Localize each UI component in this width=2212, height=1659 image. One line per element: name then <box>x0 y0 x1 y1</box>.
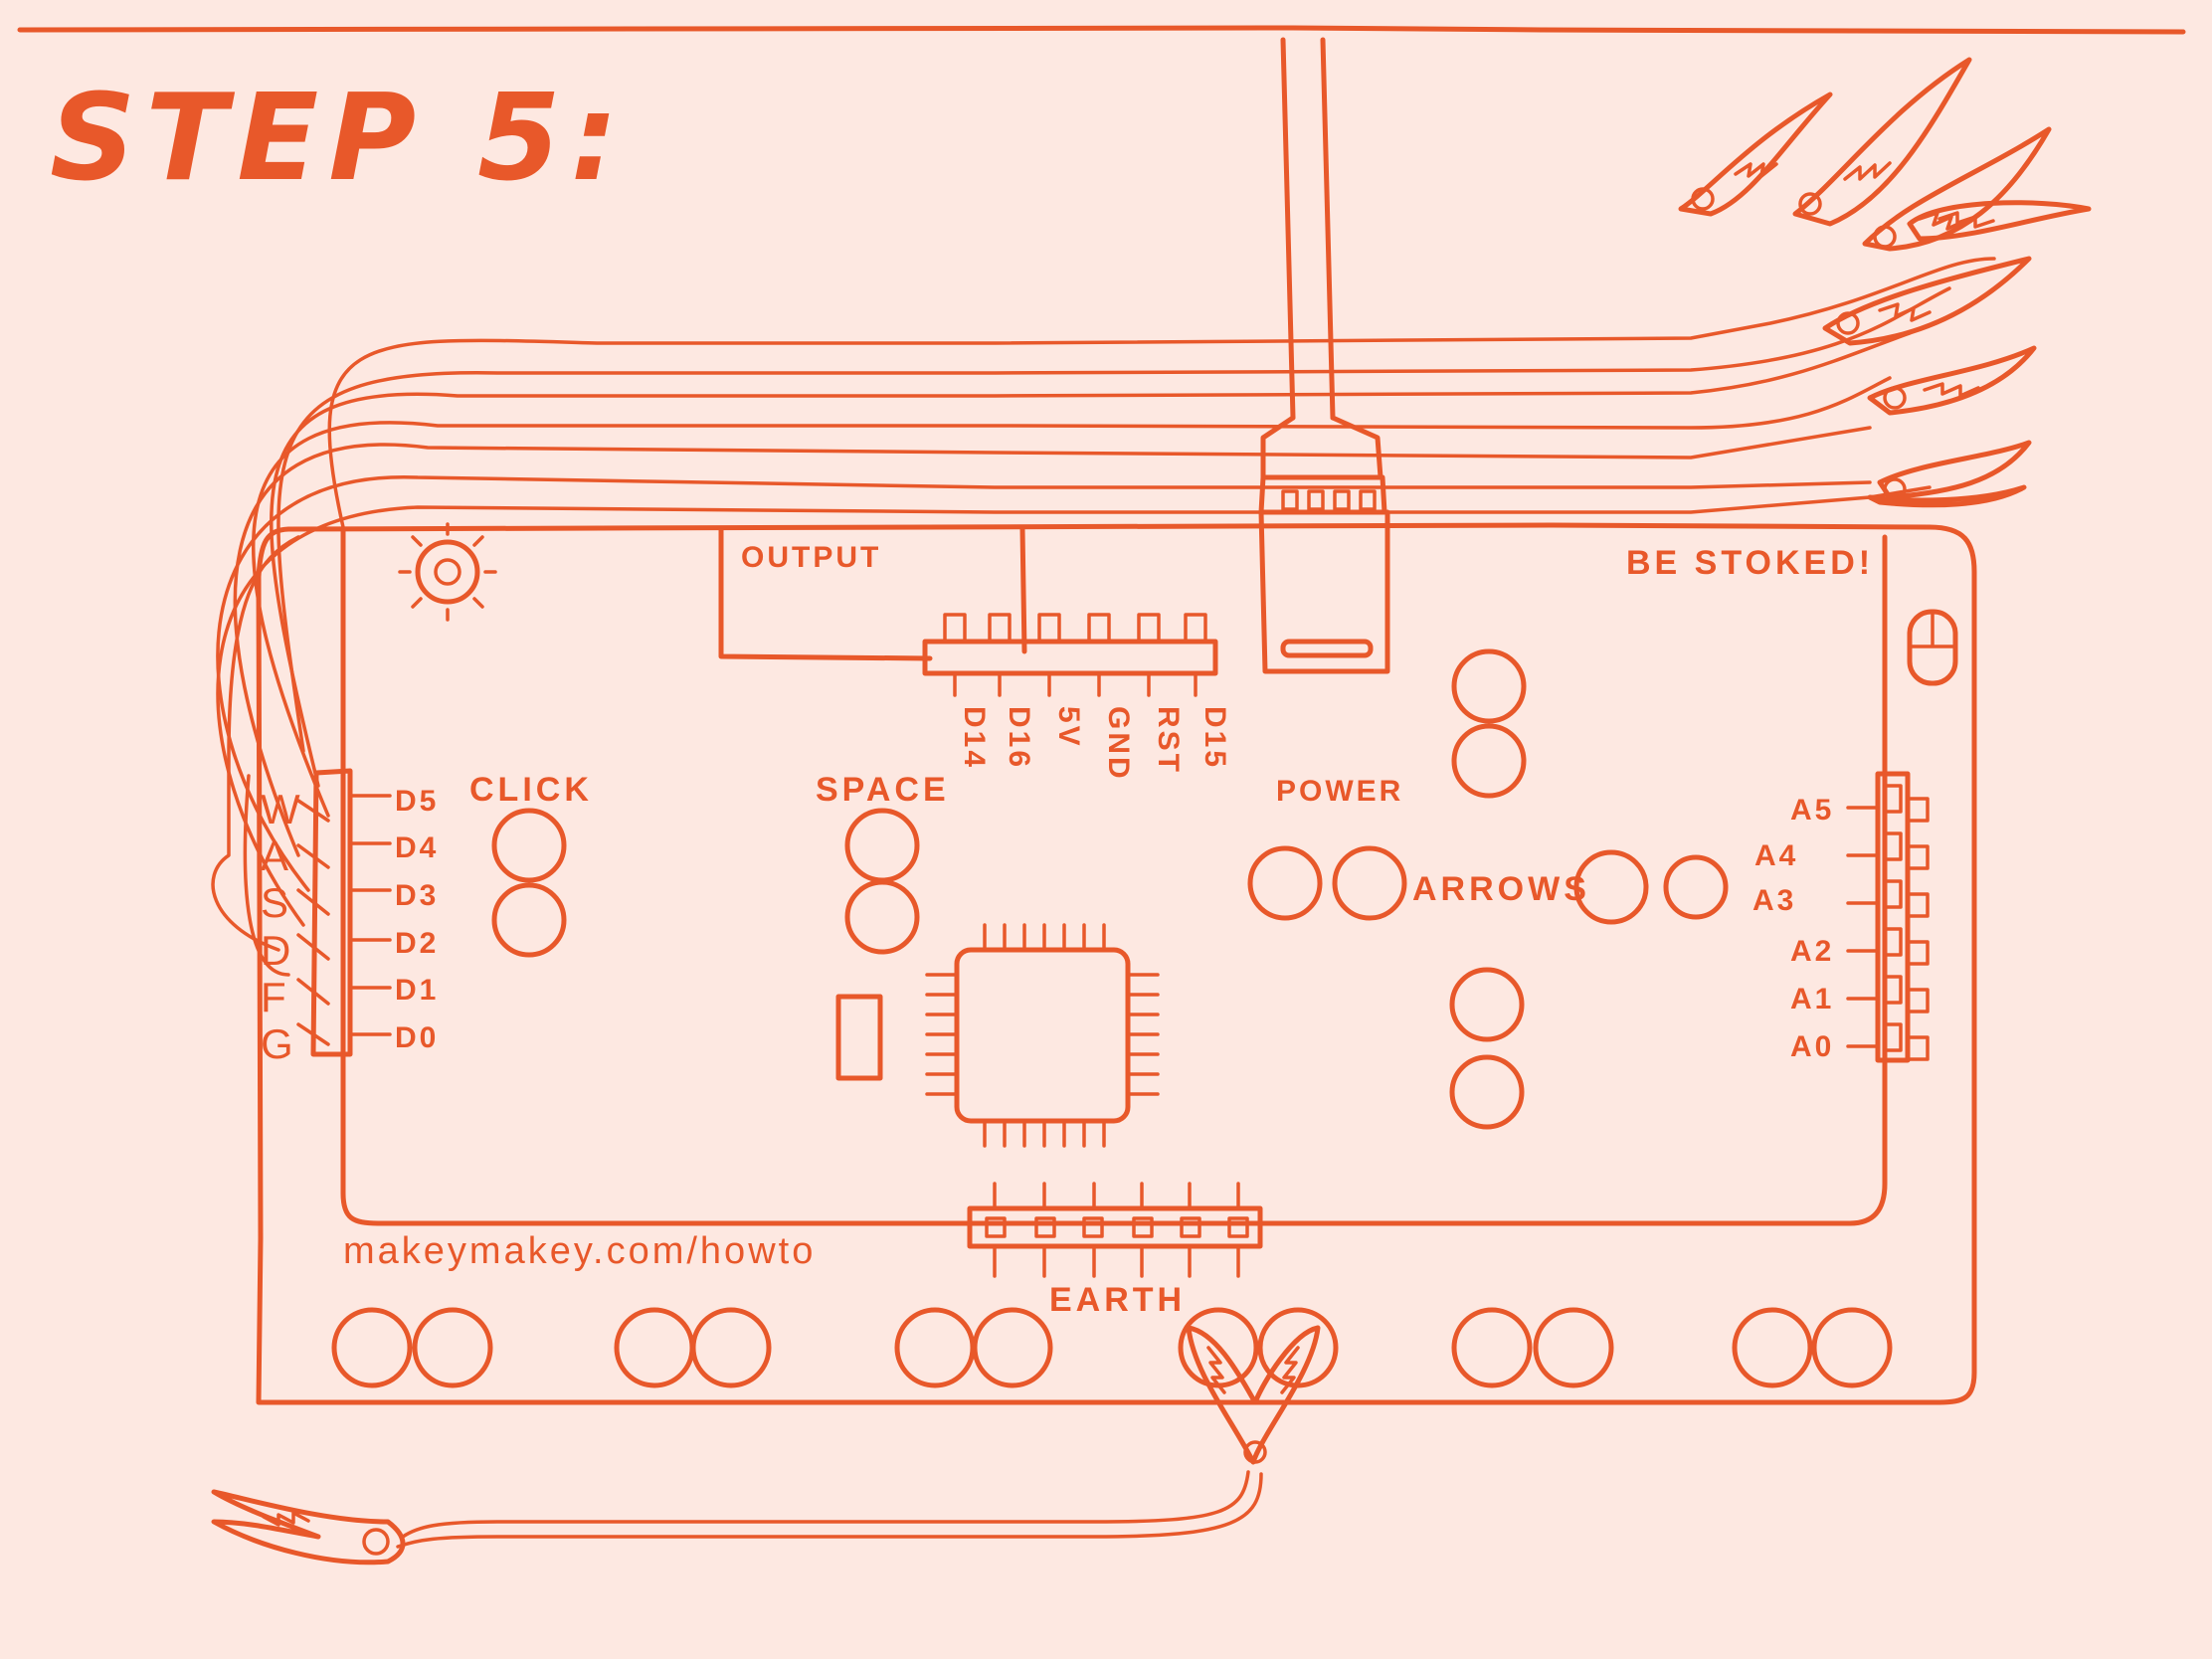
power-label: POWER <box>1276 775 1403 808</box>
output-box <box>718 526 1027 661</box>
pin-label: D15 <box>1198 706 1231 770</box>
pin-label: A2 <box>1790 935 1834 968</box>
alligator-clip-icon <box>1678 92 1833 217</box>
arrow-pad-right <box>1573 849 1649 925</box>
key-label: D <box>261 927 290 974</box>
pin-label: 5V <box>1052 706 1085 749</box>
key-label: F <box>261 974 286 1020</box>
jumper-wires <box>211 257 1996 977</box>
space-label: SPACE <box>816 771 950 809</box>
pin-label: D1 <box>395 974 439 1007</box>
alligator-clip-icon <box>211 1489 406 1566</box>
earth-pad <box>331 1307 413 1388</box>
click-pad <box>491 882 567 958</box>
alligator-clip-icon <box>1862 126 2052 252</box>
space-pad <box>844 879 920 955</box>
alligator-clip-icon <box>1867 440 2032 508</box>
earth-wire <box>401 1470 1250 1539</box>
alligator-clip-icon <box>1186 1325 1321 1465</box>
earth-pad <box>1732 1307 1813 1388</box>
board-outline <box>256 522 1977 1405</box>
pin-label: D4 <box>395 831 439 864</box>
left-key-labels: W A S D F G <box>261 786 300 1067</box>
key-label: W <box>261 786 300 832</box>
key-label: G <box>261 1020 293 1067</box>
pin-label: A5 <box>1790 794 1834 827</box>
earth-pad <box>1451 1307 1533 1388</box>
top-rule <box>17 25 2186 35</box>
arrow-pad-down <box>1449 967 1525 1042</box>
earth-wire <box>396 1472 1263 1549</box>
chip-icon <box>925 923 1160 1148</box>
gear-icon <box>398 522 497 622</box>
pin-label: GND <box>1102 706 1135 782</box>
alligator-clip-icon <box>1822 256 2032 346</box>
space-pad <box>844 808 920 883</box>
alligator-clip-icon <box>1907 200 2092 242</box>
key-label: A <box>261 832 288 879</box>
usb-cable-icon <box>1258 37 1390 674</box>
click-pad <box>491 808 567 883</box>
board-inner-frame <box>340 526 1888 1226</box>
click-label: CLICK <box>469 771 593 809</box>
earth-pad <box>614 1307 695 1388</box>
right-header <box>1846 771 1930 1063</box>
output-label: OUTPUT <box>741 541 881 574</box>
earth-pad <box>1533 1307 1614 1388</box>
alligator-clip-icon <box>1792 57 1972 227</box>
url-label: makeymakey.com/howto <box>343 1230 816 1272</box>
pin-label: D5 <box>395 785 439 818</box>
earth-pad <box>894 1307 976 1388</box>
top-header <box>922 613 1218 697</box>
pin-label: A0 <box>1790 1030 1834 1063</box>
top-pin-labels: D14 D16 5V GND RST D15 <box>958 706 1231 782</box>
arrow-pad-left <box>1332 845 1407 921</box>
right-pin-labels: A5 A4 A3 A2 A1 A0 <box>1752 794 1834 1063</box>
left-header <box>296 768 392 1057</box>
key-label: S <box>261 879 288 926</box>
arrow-pad-down <box>1449 1054 1525 1130</box>
pin-label: D16 <box>1003 706 1035 770</box>
resistor <box>835 994 883 1081</box>
arrow-pad-right <box>1663 854 1729 920</box>
pin-label: A3 <box>1752 884 1796 917</box>
earth-pad <box>1811 1307 1893 1388</box>
mouse-icon <box>1907 609 1958 686</box>
tagline: BE STOKED! <box>1626 544 1874 582</box>
earth-pad <box>972 1307 1053 1388</box>
arrow-pad-up <box>1451 723 1527 799</box>
earth-label: EARTH <box>1049 1281 1186 1319</box>
pin-label: D0 <box>395 1021 439 1054</box>
pin-label: D3 <box>395 879 439 912</box>
earth-pad <box>412 1307 493 1388</box>
pin-label: RST <box>1152 706 1185 775</box>
arrow-pad-up <box>1451 648 1527 724</box>
bottom-header <box>967 1182 1263 1278</box>
left-pin-labels: D5 D4 D3 D2 D1 D0 <box>395 785 439 1054</box>
alligator-clip-icon <box>1867 345 2037 416</box>
pin-label: D2 <box>395 927 439 960</box>
arrow-pad-left <box>1247 845 1323 921</box>
arrows-label: ARROWS <box>1412 870 1590 908</box>
step-title: STEP 5: <box>50 70 628 208</box>
earth-pad <box>690 1307 772 1388</box>
pin-label: A1 <box>1790 983 1834 1015</box>
pin-label: A4 <box>1754 839 1798 872</box>
pin-label: D14 <box>958 706 991 770</box>
